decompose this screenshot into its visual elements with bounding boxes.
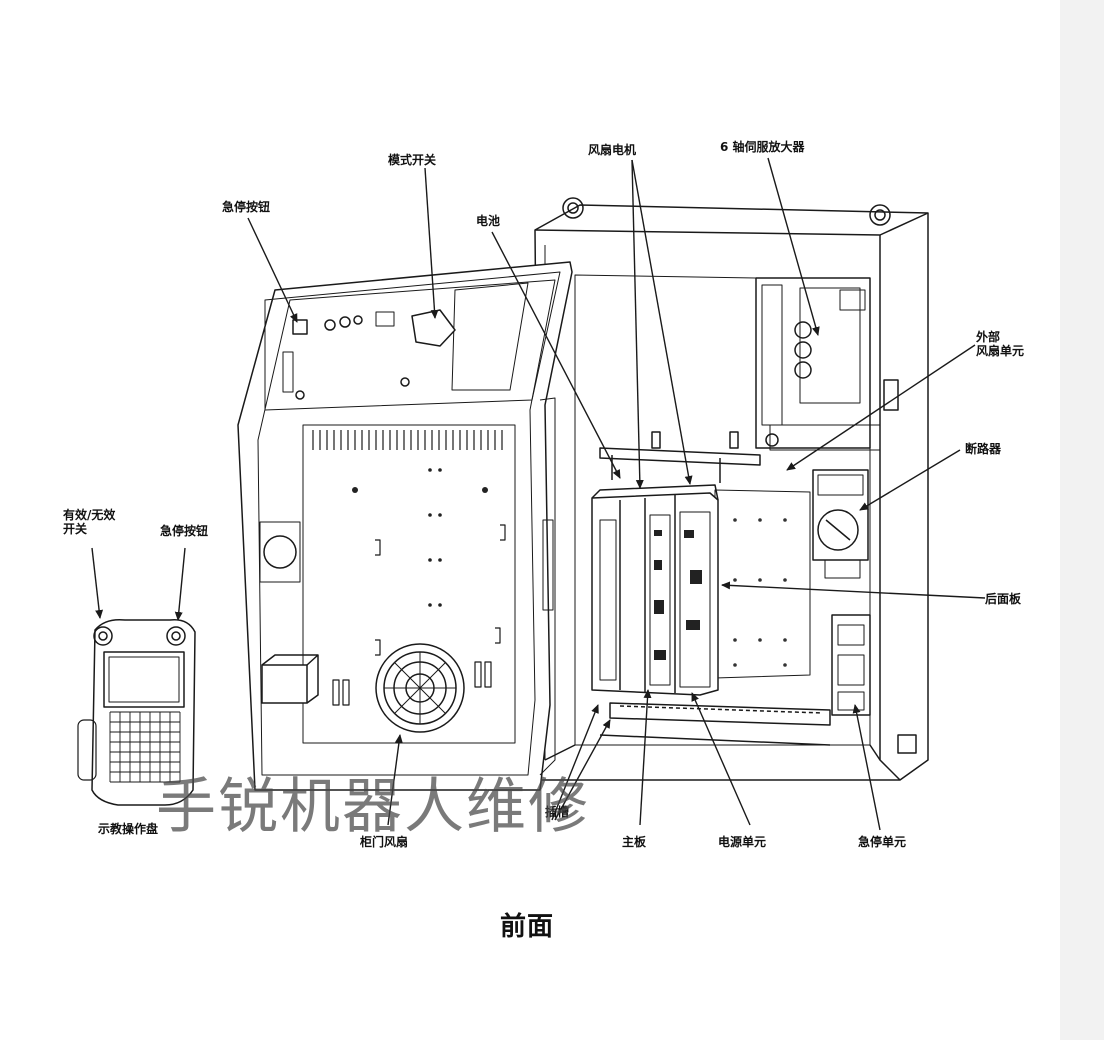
label-rear-panel: 后面板 xyxy=(985,592,1022,606)
estop-unit xyxy=(831,614,871,716)
scrollbar-track[interactable] xyxy=(1060,0,1104,1040)
label-fan-motor: 风扇电机 xyxy=(588,143,637,157)
label-estop-unit: 急停单元 xyxy=(858,835,907,849)
servo-amplifier xyxy=(755,277,881,451)
label-estop-button-top: 急停按钮 xyxy=(222,200,271,214)
diagram-caption: 前面 xyxy=(500,912,555,942)
label-external-fan-unit: 外部 风扇单元 xyxy=(976,330,1025,358)
label-breaker: 断路器 xyxy=(965,442,1002,456)
leader-lines xyxy=(91,157,986,831)
label-mode-switch: 模式开关 xyxy=(388,153,437,167)
label-servo-amp: 6 轴伺服放大器 xyxy=(720,140,805,154)
bracket-rail xyxy=(599,431,761,483)
module-rack xyxy=(591,484,719,696)
bottom-slot-rail xyxy=(599,702,831,746)
watermark: 手锐机器人维修 xyxy=(156,772,590,842)
label-teach-pendant: 示教操作盘 xyxy=(98,822,159,836)
label-battery: 电池 xyxy=(476,214,501,228)
teach-pendant xyxy=(77,618,196,806)
circuit-breaker xyxy=(812,469,869,579)
label-door-fan: 柜门风扇 xyxy=(360,835,409,849)
cabinet-door xyxy=(237,261,573,791)
label-estop-button-tp: 急停按钮 xyxy=(160,524,209,538)
label-slot: 插槽 xyxy=(545,805,570,819)
label-power-unit: 电源单元 xyxy=(718,835,767,849)
label-main-board: 主板 xyxy=(622,835,647,849)
label-enable-switch: 有效/无效 开关 xyxy=(63,508,116,536)
